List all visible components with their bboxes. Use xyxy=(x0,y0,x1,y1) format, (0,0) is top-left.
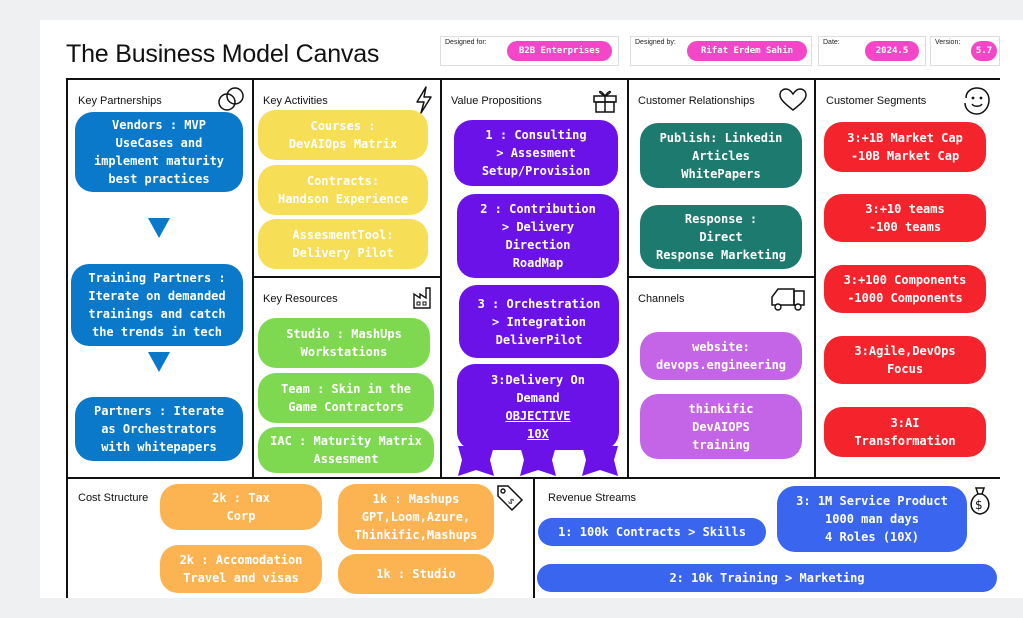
activity-note-assesment-tool[interactable]: AssesmentTool: Delivery Pilot xyxy=(258,219,428,269)
factory-icon xyxy=(413,287,431,309)
relationship-note-publish[interactable]: Publish: Linkedin Articles WhitePapers xyxy=(640,123,802,188)
segment-note-market-cap[interactable]: 3:+1B Market Cap -10B Market Cap xyxy=(824,122,986,172)
delivery-objective: OBJECTIVE xyxy=(505,409,571,423)
key-partnerships-title: Key Partnerships xyxy=(78,95,162,107)
resource-note-iac[interactable]: IAC : Maturity Matrix Assesment xyxy=(258,427,434,473)
page-title: The Business Model Canvas xyxy=(66,40,380,68)
customer-segments-title: Customer Segments xyxy=(826,95,927,107)
designed-for-value[interactable]: B2B Enterprises xyxy=(507,41,612,61)
revenue-streams-title: Revenue Streams xyxy=(548,492,637,504)
segment-note-agile-devops[interactable]: 3:Agile,DevOps Focus xyxy=(824,336,986,384)
delivery-line-2: Demand xyxy=(516,391,560,405)
price-tag-icon: $ xyxy=(497,485,524,512)
cost-note-studio[interactable]: 1k : Studio xyxy=(338,554,494,594)
value-note-delivery[interactable]: 3:Delivery On Demand OBJECTIVE 10X xyxy=(457,364,619,450)
designed-by-label: Designed by: xyxy=(635,39,676,46)
partnership-note-vendors[interactable]: Vendors : MVP UseCases and implement mat… xyxy=(75,112,243,192)
resource-note-studio[interactable]: Studio : MashUps Workstations xyxy=(258,318,430,368)
heart-icon xyxy=(779,88,807,111)
grid-border-left xyxy=(66,78,68,598)
delivery-10x: 10X xyxy=(527,427,549,441)
grid-border-top xyxy=(66,78,1000,80)
designed-for-label: Designed for: xyxy=(445,39,487,46)
svg-text:$: $ xyxy=(506,496,516,506)
value-note-consulting[interactable]: 1 : Consulting > Assesment Setup/Provisi… xyxy=(454,120,618,186)
version-value[interactable]: 5.7 xyxy=(971,41,997,61)
grid-divider-relationships xyxy=(627,276,814,278)
channels-title: Channels xyxy=(638,293,685,305)
key-activities-title: Key Activities xyxy=(263,95,328,107)
version-box: Version: 5.7 xyxy=(930,36,1000,66)
cost-note-accomodation[interactable]: 2k : Accomodation Travel and visas xyxy=(160,545,322,593)
channel-note-thinkific[interactable]: thinkific DevAIOPS training xyxy=(640,394,802,459)
grid-divider-2 xyxy=(440,78,442,478)
star-burst-icon xyxy=(582,446,618,476)
delivery-line-1: 3:Delivery On xyxy=(491,373,585,387)
segment-note-components[interactable]: 3:+100 Components -1000 Components xyxy=(824,265,986,313)
value-propositions-title: Value Propositions xyxy=(451,95,542,107)
designed-for-box: Designed for: B2B Enterprises xyxy=(440,36,619,66)
gift-icon xyxy=(593,90,617,113)
segment-note-teams[interactable]: 3:+10 teams -100 teams xyxy=(824,194,986,242)
activity-note-contracts[interactable]: Contracts: Handson Experience xyxy=(258,165,428,215)
cost-note-mashups[interactable]: 1k : Mashups GPT,Loom,Azure, Thinkific,M… xyxy=(338,484,494,550)
star-burst-icon xyxy=(458,446,494,476)
cost-structure-title: Cost Structure xyxy=(78,492,149,504)
revenue-note-contracts[interactable]: 1: 100k Contracts > Skills xyxy=(538,518,766,546)
cost-note-tax[interactable]: 2k : Tax Corp xyxy=(160,484,322,530)
grid-divider-1 xyxy=(252,78,254,478)
smiley-icon xyxy=(964,87,990,115)
designed-by-value[interactable]: Rifat Erdem Sahin xyxy=(687,41,807,61)
money-bag-icon: $ xyxy=(970,487,990,515)
link-icon xyxy=(218,87,244,111)
grid-divider-cost-revenue xyxy=(533,477,535,598)
star-burst-icon xyxy=(520,446,556,476)
activity-note-courses[interactable]: Courses : DevAIOps Matrix xyxy=(258,110,428,160)
truck-icon xyxy=(771,288,805,311)
value-note-contribution[interactable]: 2 : Contribution > Delivery Direction Ro… xyxy=(457,194,619,278)
flow-arrow-down xyxy=(148,352,170,372)
partnership-note-partners[interactable]: Partners : Iterate as Orchestrators with… xyxy=(75,397,243,461)
revenue-note-training[interactable]: 2: 10k Training > Marketing xyxy=(537,564,997,592)
segment-note-ai[interactable]: 3:AI Transformation xyxy=(824,407,986,457)
designed-by-box: Designed by: Rifat Erdem Sahin xyxy=(630,36,812,66)
svg-text:$: $ xyxy=(975,498,983,512)
date-value[interactable]: 2024.5 xyxy=(865,41,919,61)
relationship-note-response[interactable]: Response : Direct Response Marketing xyxy=(640,205,802,269)
resource-note-team[interactable]: Team : Skin in the Game Contractors xyxy=(258,373,434,423)
key-resources-title: Key Resources xyxy=(263,293,338,305)
version-label: Version: xyxy=(935,39,961,46)
date-box: Date: 2024.5 xyxy=(818,36,926,66)
grid-divider-3 xyxy=(627,78,629,478)
value-note-orchestration[interactable]: 3 : Orchestration > Integration DeliverP… xyxy=(459,285,619,358)
grid-divider-4 xyxy=(814,78,816,478)
channel-note-website[interactable]: website: devops.engineering xyxy=(640,332,802,380)
date-label: Date: xyxy=(823,39,840,46)
revenue-note-service-product[interactable]: 3: 1M Service Product 1000 man days 4 Ro… xyxy=(777,486,967,552)
customer-relationships-title: Customer Relationships xyxy=(638,95,755,107)
flow-arrow-down xyxy=(148,218,170,238)
grid-divider-activities xyxy=(252,276,440,278)
partnership-note-training[interactable]: Training Partners : Iterate on demanded … xyxy=(71,264,243,346)
lightning-icon xyxy=(416,86,432,114)
